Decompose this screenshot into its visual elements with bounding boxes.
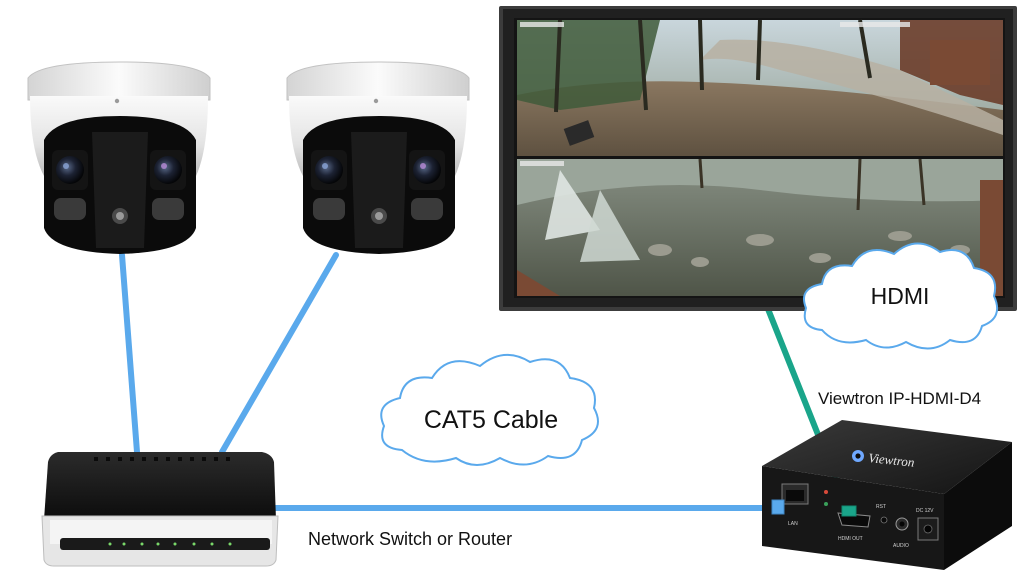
camera-feed-top (517, 19, 1003, 157)
lan-port: LAN (781, 483, 809, 527)
dc-label: DC 12V (916, 508, 934, 514)
audio-jack: AUDIO (893, 517, 909, 549)
camera-left-cable (119, 252, 140, 455)
dome-camera-right (286, 61, 470, 254)
audio-label: AUDIO (893, 543, 909, 549)
lan-connector (771, 499, 785, 515)
dc-power-port: DC 12V (916, 508, 939, 541)
viewtron-decoder: Viewtron LAN HDMI OUT RST AUDIO (762, 420, 1012, 570)
cat5-cloud: CAT5 Cable (380, 354, 599, 466)
decoder-brand: Viewtron (868, 450, 916, 470)
network-switch-label: Network Switch or Router (308, 529, 512, 549)
decoder-model-label: Viewtron IP-HDMI-D4 (818, 389, 981, 408)
switch-status-leds (108, 542, 232, 546)
cat5-connections (119, 252, 795, 511)
camera-lens-icon (311, 150, 445, 190)
camera-lens-icon (52, 150, 186, 190)
dome-camera-left (27, 61, 211, 254)
network-switch (41, 452, 279, 567)
monitor (499, 6, 1017, 311)
viewtron-logo: Viewtron (852, 450, 915, 470)
camera-right-cable (219, 252, 339, 455)
reset-label: RST (876, 504, 886, 510)
hdmi-connector (841, 505, 857, 517)
hdmi-out-label: HDMI OUT (838, 536, 863, 542)
lan-port-label: LAN (788, 521, 798, 527)
hdmi-cloud: HDMI (803, 242, 998, 350)
hdmi-label: HDMI (871, 283, 930, 309)
cat5-cable-label: CAT5 Cable (424, 406, 558, 434)
reset-button: RST (876, 504, 888, 524)
